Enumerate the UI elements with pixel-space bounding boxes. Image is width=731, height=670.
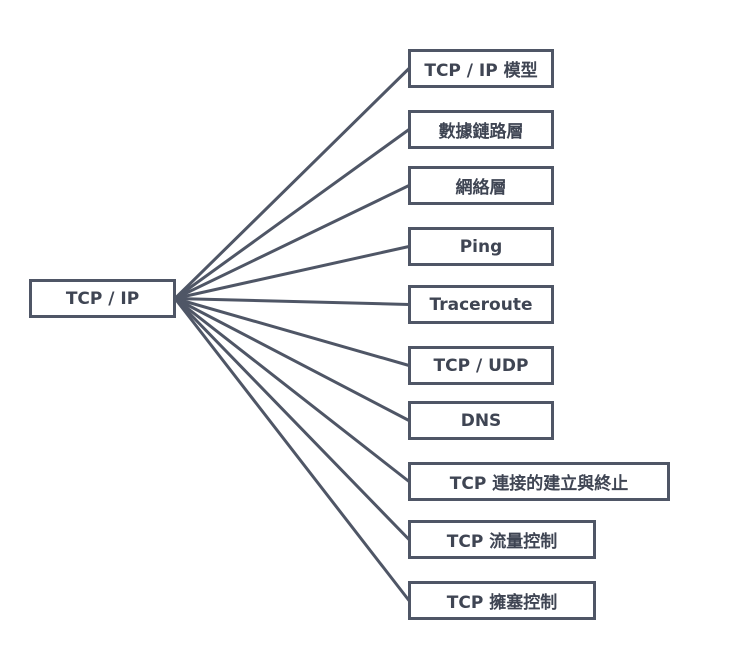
child-node-dns[interactable]: DNS xyxy=(408,401,554,440)
child-node-label: TCP 擁塞控制 xyxy=(446,593,558,613)
connector-line xyxy=(173,128,411,300)
child-node-label: TCP 連接的建立與終止 xyxy=(449,474,629,494)
child-node-label: TCP 流量控制 xyxy=(446,532,558,552)
child-node-label: Ping xyxy=(459,236,503,257)
child-node-tcp-ip-model[interactable]: TCP / IP 模型 xyxy=(408,49,554,88)
root-node-label: TCP / IP xyxy=(65,288,140,309)
child-node-label: DNS xyxy=(460,410,502,431)
connector-line xyxy=(173,245,411,300)
child-node-label: 網絡層 xyxy=(455,178,507,198)
child-node-data-link-layer[interactable]: 數據鏈路層 xyxy=(408,110,554,149)
child-node-tcp-udp[interactable]: TCP / UDP xyxy=(408,346,554,385)
connector-line xyxy=(173,297,411,306)
connector-line xyxy=(173,297,411,422)
child-node-label: Traceroute xyxy=(429,294,533,315)
child-node-label: TCP / UDP xyxy=(433,355,529,376)
connector-line xyxy=(173,67,411,300)
root-node[interactable]: TCP / IP xyxy=(29,279,176,318)
child-node-traceroute[interactable]: Traceroute xyxy=(408,285,554,324)
child-node-tcp-congestion-control[interactable]: TCP 擁塞控制 xyxy=(408,581,596,620)
child-node-ping[interactable]: Ping xyxy=(408,227,554,266)
child-node-label: 數據鏈路層 xyxy=(438,122,524,142)
connector-line xyxy=(173,184,411,300)
child-node-tcp-connection[interactable]: TCP 連接的建立與終止 xyxy=(408,462,670,501)
child-node-tcp-flow-control[interactable]: TCP 流量控制 xyxy=(408,520,596,559)
connector-line xyxy=(173,297,411,602)
connector-line xyxy=(173,297,411,483)
child-node-network-layer[interactable]: 網絡層 xyxy=(408,166,554,205)
connector-line xyxy=(173,297,411,541)
child-node-label: TCP / IP 模型 xyxy=(424,61,538,81)
connector-line xyxy=(173,297,411,367)
